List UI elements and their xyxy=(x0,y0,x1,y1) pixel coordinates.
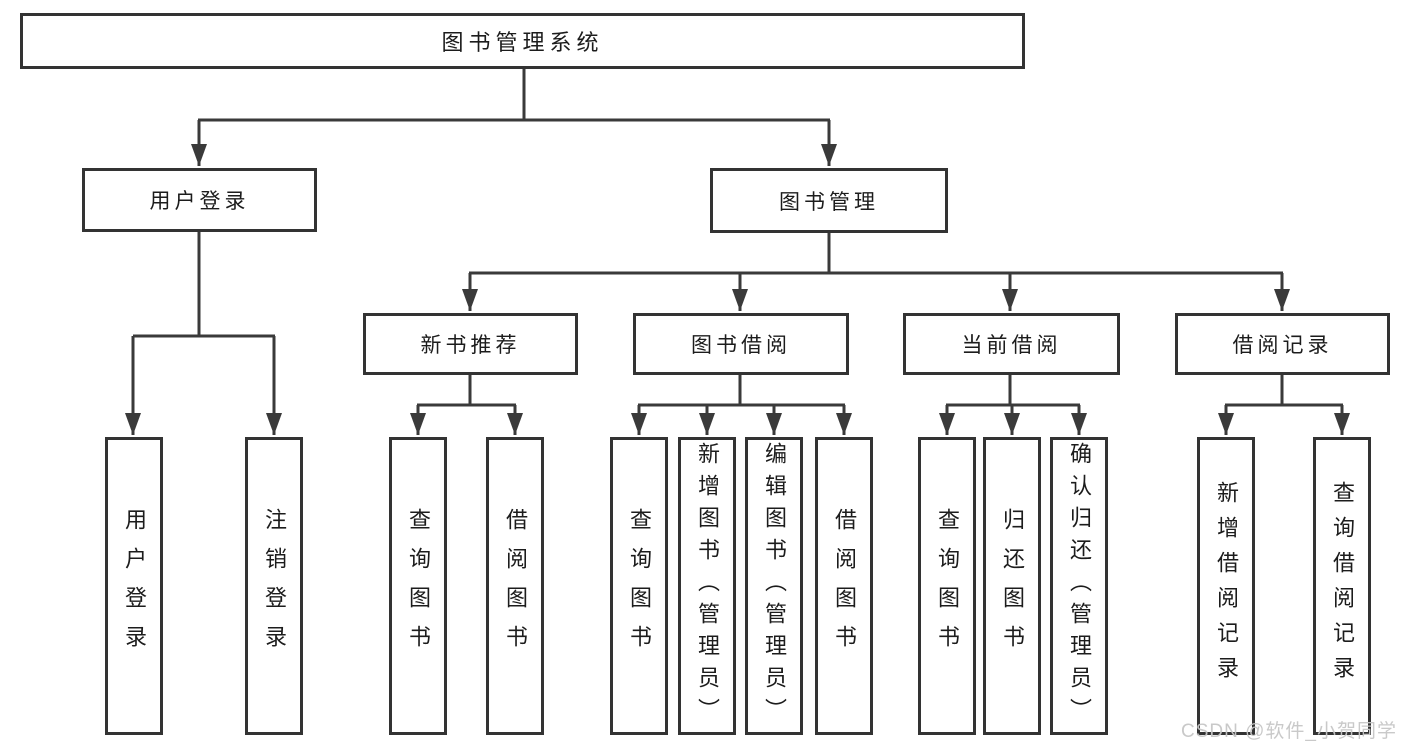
node-book-management-label: 图书管理 xyxy=(779,190,879,214)
node-user-login-label: 用户登录 xyxy=(149,190,250,213)
node-root-system: 图书管理系统 xyxy=(20,13,1025,69)
arrow-down-icons xyxy=(125,120,1350,435)
leaf-query-books-borrow: 查询图书 xyxy=(610,437,668,735)
leaf-borrow-books: 借阅图书 xyxy=(815,437,873,735)
leaf-user-login: 用户登录 xyxy=(105,437,163,735)
leaf-return-book: 归还图书 xyxy=(983,437,1041,735)
leaf-query-books-recommend: 查询图书 xyxy=(389,437,447,735)
watermark: CSDN @软件_小贺同学 xyxy=(1181,721,1397,742)
leaf-logout-label: 注销登录 xyxy=(262,508,287,664)
node-book-borrow-label: 图书借阅 xyxy=(691,334,791,357)
leaf-user-login-label: 用户登录 xyxy=(122,508,147,664)
leaf-add-book-admin-label: 新增图书（管理员） xyxy=(695,442,720,730)
leaf-query-books-current: 查询图书 xyxy=(918,437,976,735)
leaf-add-book-admin: 新增图书（管理员） xyxy=(678,437,736,735)
leaf-borrow-books-recommend-label: 借阅图书 xyxy=(503,508,528,664)
leaf-add-borrow-record: 新增借阅记录 xyxy=(1197,437,1255,735)
leaf-query-borrow-record-label: 查询借阅记录 xyxy=(1330,481,1355,691)
leaf-query-borrow-record: 查询借阅记录 xyxy=(1313,437,1371,735)
leaf-logout: 注销登录 xyxy=(245,437,303,735)
node-user-login: 用户登录 xyxy=(82,168,317,232)
leaf-query-books-recommend-label: 查询图书 xyxy=(406,508,431,664)
leaf-borrow-books-label: 借阅图书 xyxy=(832,508,857,664)
leaf-confirm-return-admin-label: 确认归还（管理员） xyxy=(1067,442,1092,730)
leaf-edit-book-admin: 编辑图书（管理员） xyxy=(745,437,803,735)
leaf-edit-book-admin-label: 编辑图书（管理员） xyxy=(762,442,787,730)
node-book-borrow: 图书借阅 xyxy=(633,313,849,375)
leaf-return-book-label: 归还图书 xyxy=(1000,508,1025,664)
node-new-book-recommend: 新书推荐 xyxy=(363,313,578,375)
node-borrow-records-label: 借阅记录 xyxy=(1232,334,1333,357)
node-current-borrow-label: 当前借阅 xyxy=(961,334,1062,357)
leaf-confirm-return-admin: 确认归还（管理员） xyxy=(1050,437,1108,735)
leaf-borrow-books-recommend: 借阅图书 xyxy=(486,437,544,735)
node-current-borrow: 当前借阅 xyxy=(903,313,1120,375)
leaf-add-borrow-record-label: 新增借阅记录 xyxy=(1214,481,1239,691)
node-borrow-records: 借阅记录 xyxy=(1175,313,1390,375)
leaf-query-books-current-label: 查询图书 xyxy=(935,508,960,664)
leaf-query-books-borrow-label: 查询图书 xyxy=(627,508,652,664)
node-new-book-recommend-label: 新书推荐 xyxy=(420,334,521,357)
node-root-label: 图书管理系统 xyxy=(441,30,604,55)
node-book-management: 图书管理 xyxy=(710,168,948,233)
